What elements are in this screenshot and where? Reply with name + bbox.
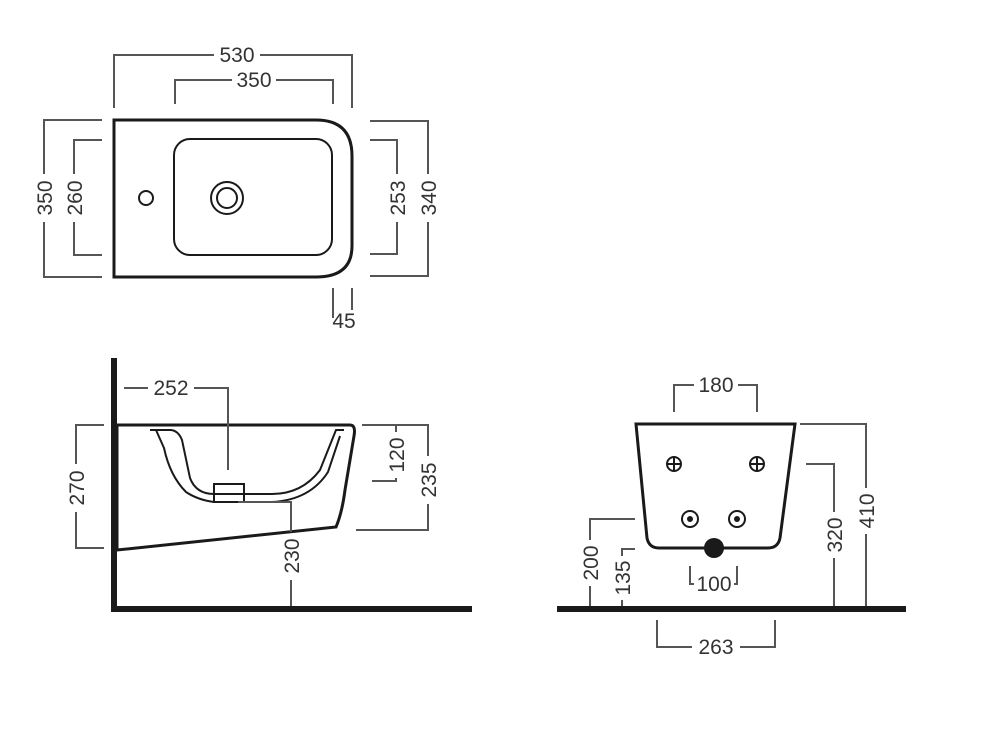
dim-top-hole-spacing: 180 [673, 374, 758, 412]
dim-label-263: 263 [698, 636, 733, 659]
dim-label-350-horizontal: 350 [236, 69, 271, 92]
bidet-side-outline [115, 423, 356, 552]
dim-label-350-vertical: 350 [34, 180, 57, 215]
dim-label-270: 270 [66, 470, 89, 505]
side-view: 252 270 120 235 230 [66, 358, 472, 612]
upper-fixing-hole-right [749, 456, 765, 472]
rear-view: 180 100 263 200 135 320 [557, 374, 906, 659]
drain-outer-ring [210, 181, 244, 215]
dim-label-410: 410 [856, 493, 879, 528]
dim-label-530: 530 [219, 44, 254, 67]
side-drain [213, 483, 245, 503]
bowl-outer-profile [155, 429, 341, 503]
dim-label-135: 135 [612, 560, 635, 595]
dim-label-340: 340 [418, 180, 441, 215]
drain-inner-ring [216, 187, 238, 209]
dim-label-260: 260 [64, 180, 87, 215]
dim-label-235: 235 [418, 462, 441, 497]
upper-fixing-hole-left [666, 456, 682, 472]
dim-label-320: 320 [824, 517, 847, 552]
dim-label-180: 180 [698, 374, 733, 397]
dim-corner-offset: 45 [332, 288, 356, 333]
dim-overall-depth: 350 [34, 119, 102, 278]
dim-height-a: 200 [580, 518, 635, 606]
top-view: 530 350 350 260 253 340 [34, 44, 441, 333]
bidet-top-outline [112, 118, 354, 279]
dim-drain-distance: 252 [124, 377, 229, 470]
lower-fixing-hole-right [728, 510, 746, 528]
bowl-outline [173, 138, 333, 256]
bidet-rear-outline [634, 422, 797, 550]
dim-label-230: 230 [281, 538, 304, 573]
bowl-inner-profile [150, 429, 344, 495]
dim-label-200: 200 [580, 545, 603, 580]
dim-label-45: 45 [332, 310, 355, 333]
dim-bottom-hole-spacing: 100 [689, 566, 738, 596]
dim-rear-depth-inner: 253 [370, 139, 410, 255]
dim-label-252: 252 [153, 377, 188, 400]
dim-overall-length: 530 [113, 44, 353, 108]
dim-height-front: 270 [66, 424, 104, 549]
dim-label-100: 100 [696, 573, 731, 596]
dim-height-c: 320 [806, 463, 847, 606]
dim-bowl-length: 350 [174, 69, 334, 104]
tap-hole [138, 190, 154, 206]
dim-base-width: 263 [656, 620, 776, 659]
dim-height-rear: 235 [356, 424, 441, 531]
dim-bowl-depth-side: 120 [362, 424, 409, 482]
dim-height-d: 410 [800, 423, 879, 606]
dim-label-253: 253 [387, 180, 410, 215]
dim-rear-depth-outer: 340 [370, 120, 441, 277]
lower-fixing-hole-left [681, 510, 699, 528]
dim-label-120: 120 [386, 437, 409, 472]
dim-floor-clearance: 230 [238, 501, 304, 606]
waste-outlet [704, 538, 724, 558]
dim-height-b: 135 [612, 548, 635, 606]
dim-bowl-depth: 260 [64, 139, 102, 256]
